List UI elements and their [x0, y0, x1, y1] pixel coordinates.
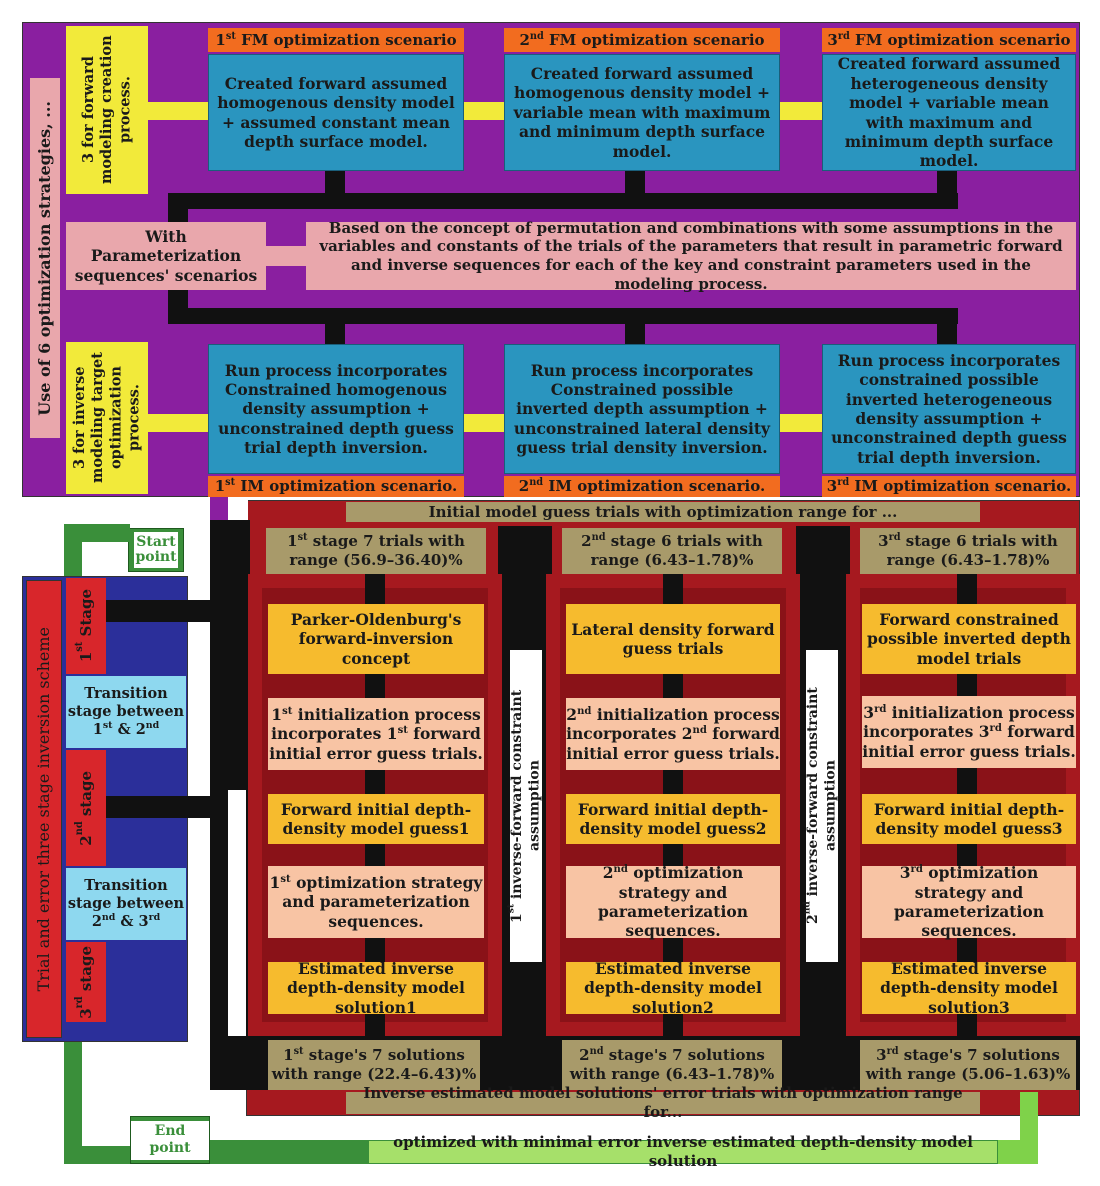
stage-header-2: 2nd stage 6 trials with range (6.43–1.78…: [562, 528, 782, 574]
im-header-2: 2nd IM optimization scenario.: [504, 476, 780, 497]
col1-item4-text: 1st optimization strategy and parameteri…: [269, 872, 483, 931]
frame-left-white: [228, 500, 248, 520]
constraint-strip-2: 2nd inverse-forward constraint assumptio…: [800, 650, 838, 962]
fm-box-3: Created forward assumed heterogeneous de…: [822, 54, 1076, 171]
stage-2-text: 2nd stage: [73, 770, 95, 846]
fm-connector-c: [780, 102, 822, 120]
fm-header-2-text: 2nd FM optimization scenario: [519, 30, 765, 49]
fm-header-3: 3rd FM optimization scenario: [822, 28, 1076, 52]
col2-item5: Estimated inverse depth-density model so…: [566, 959, 780, 1017]
stage-1-text: 1st Stage: [73, 589, 95, 663]
transition-1-text: Transition stage between 1st & 2nd: [67, 684, 185, 739]
fm-box-1: Created forward assumed homogenous densi…: [208, 54, 464, 171]
im-header-2-text: 2nd IM optimization scenario.: [518, 477, 766, 496]
connector: [168, 193, 188, 223]
im-process-label: 3 for inverse modeling target optimizati…: [66, 342, 148, 494]
im-box-1: Run process incorporates Constrained hom…: [208, 344, 464, 474]
col1-item2-text: 1st initialization process incorporates …: [269, 704, 483, 763]
scheme-label: Trial and error three stage inversion sc…: [26, 580, 62, 1038]
im-box-2: Run process incorporates Constrained pos…: [504, 344, 780, 474]
green-final-line: [998, 1140, 1038, 1164]
green-final-link: [210, 1140, 370, 1164]
inverse-error-bar: Inverse estimated model solutions' error…: [346, 1084, 980, 1121]
green-end-line: [64, 1042, 82, 1162]
col3-item4: 3rd optimization strategy and parameteri…: [862, 863, 1076, 941]
parameterization-text: Based on the concept of permutation and …: [306, 219, 1076, 293]
constraint-1-text: 1st inverse-forward constraint assumptio…: [504, 689, 542, 923]
stage-header-3-text: 3rd stage 6 trials with range (6.43–1.78…: [878, 532, 1058, 569]
im-connector-a: [148, 414, 208, 432]
stage-2-label: 2nd stage: [66, 750, 106, 866]
parameterization-label: With Parameterization sequences' scenari…: [66, 222, 266, 290]
col3-item2-text: 3rd initialization process incorporates …: [862, 702, 1076, 761]
im-header-1-text: 1st IM optimization scenario.: [214, 477, 458, 496]
fm-box-2: Created forward assumed homogenous densi…: [504, 54, 780, 171]
col3-item1: Forward constrained possible inverted de…: [862, 604, 1076, 674]
connector: [325, 171, 345, 193]
solution-3-text: 3rd stage's 7 solutions with range (5.06…: [865, 1046, 1071, 1083]
fm-connector-b: [464, 102, 504, 120]
col3-item2: 3rd initialization process incorporates …: [862, 696, 1076, 768]
col1-item3: Forward initial depth-density model gues…: [268, 794, 484, 844]
col3-item3: Forward initial depth-density model gues…: [862, 794, 1076, 844]
connector: [937, 320, 957, 344]
col2-item2: 2nd initialization process incorporates …: [566, 698, 780, 770]
solution-2: 2nd stage's 7 solutions with range (6.43…: [562, 1040, 782, 1090]
final-solution-bar: optimized with minimal error inverse est…: [368, 1133, 998, 1170]
solution-2-text: 2nd stage's 7 solutions with range (6.43…: [569, 1046, 775, 1083]
fm-process-label: 3 for forward modeling creation process.: [66, 26, 148, 194]
stage-1-label: 1st Stage: [66, 578, 106, 674]
solution-1-text: 1st stage's 7 solutions with range (22.4…: [271, 1046, 477, 1083]
stage-header-3: 3rd stage 6 trials with range (6.43–1.78…: [860, 528, 1076, 574]
connector: [625, 320, 645, 344]
transition-2: Transition stage between 2nd & 3rd: [66, 868, 186, 940]
fm-header-1: 1st FM optimization scenario: [208, 28, 464, 52]
solution-3: 3rd stage's 7 solutions with range (5.06…: [860, 1040, 1076, 1090]
fm-connector-a: [148, 102, 208, 120]
connector: [168, 308, 958, 324]
col2-item4: 2nd optimization strategy and parameteri…: [566, 863, 780, 941]
im-header-3: 3rd IM optimization scenario.: [822, 476, 1076, 497]
stage-3-label: 3rd stage: [66, 942, 106, 1022]
col1-item5: Estimated inverse depth-density model so…: [268, 959, 484, 1017]
constraint-strip-1: 1st inverse-forward constraint assumptio…: [504, 650, 542, 962]
frame-left-white: [228, 790, 246, 1040]
connector: [937, 171, 957, 193]
col1-item4: 1st optimization strategy and parameteri…: [268, 866, 484, 938]
initial-guess-bar: Initial model guess trials with optimiza…: [346, 502, 980, 522]
constraint-2-text: 2nd inverse-forward constraint assumptio…: [800, 687, 838, 925]
transition-1: Transition stage between 1st & 2nd: [66, 676, 186, 748]
transition-2-text: Transition stage between 2nd & 3rd: [67, 876, 185, 931]
fm-header-2: 2nd FM optimization scenario: [504, 28, 780, 52]
green-start-line: [64, 524, 130, 542]
col3-item4-text: 3rd optimization strategy and parameteri…: [894, 863, 1044, 941]
optimization-strategies-label: Use of 6 optimization strategies, ...: [30, 78, 60, 438]
connector: [625, 171, 645, 193]
col1-item2: 1st initialization process incorporates …: [268, 698, 484, 770]
im-header-3-text: 3rd IM optimization scenario.: [826, 477, 1072, 496]
start-point-label: Start point: [134, 532, 178, 568]
stage-3-text: 3rd stage: [73, 945, 95, 1019]
stage-header-2-text: 2nd stage 6 trials with range (6.43–1.78…: [581, 532, 763, 569]
col1-item1: Parker-Oldenburg's forward-inversion con…: [268, 604, 484, 674]
param-connector: [266, 246, 306, 266]
stage-header-1: 1st stage 7 trials with range (56.9–36.4…: [266, 528, 486, 574]
col2-item3: Forward initial depth-density model gues…: [566, 794, 780, 844]
im-connector-c: [780, 414, 822, 432]
im-connector-b: [464, 414, 504, 432]
solution-1: 1st stage's 7 solutions with range (22.4…: [268, 1040, 480, 1090]
col2-item2-text: 2nd initialization process incorporates …: [566, 704, 780, 763]
col2-item1: Lateral density forward guess trials: [566, 604, 780, 674]
connector: [325, 320, 345, 344]
col2-item4-text: 2nd optimization strategy and parameteri…: [598, 863, 748, 941]
im-header-1: 1st IM optimization scenario.: [208, 476, 464, 497]
im-box-3: Run process incorporates constrained pos…: [822, 344, 1076, 474]
connector: [168, 193, 958, 209]
stage-header-1-text: 1st stage 7 trials with range (56.9–36.4…: [287, 532, 465, 569]
green-end-line: [64, 1146, 134, 1164]
end-point: End point: [130, 1116, 210, 1164]
fm-header-3-text: 3rd FM optimization scenario: [827, 30, 1071, 49]
col3-item5: Estimated inverse depth-density model so…: [862, 959, 1076, 1017]
fm-header-1-text: 1st FM optimization scenario: [215, 30, 457, 49]
